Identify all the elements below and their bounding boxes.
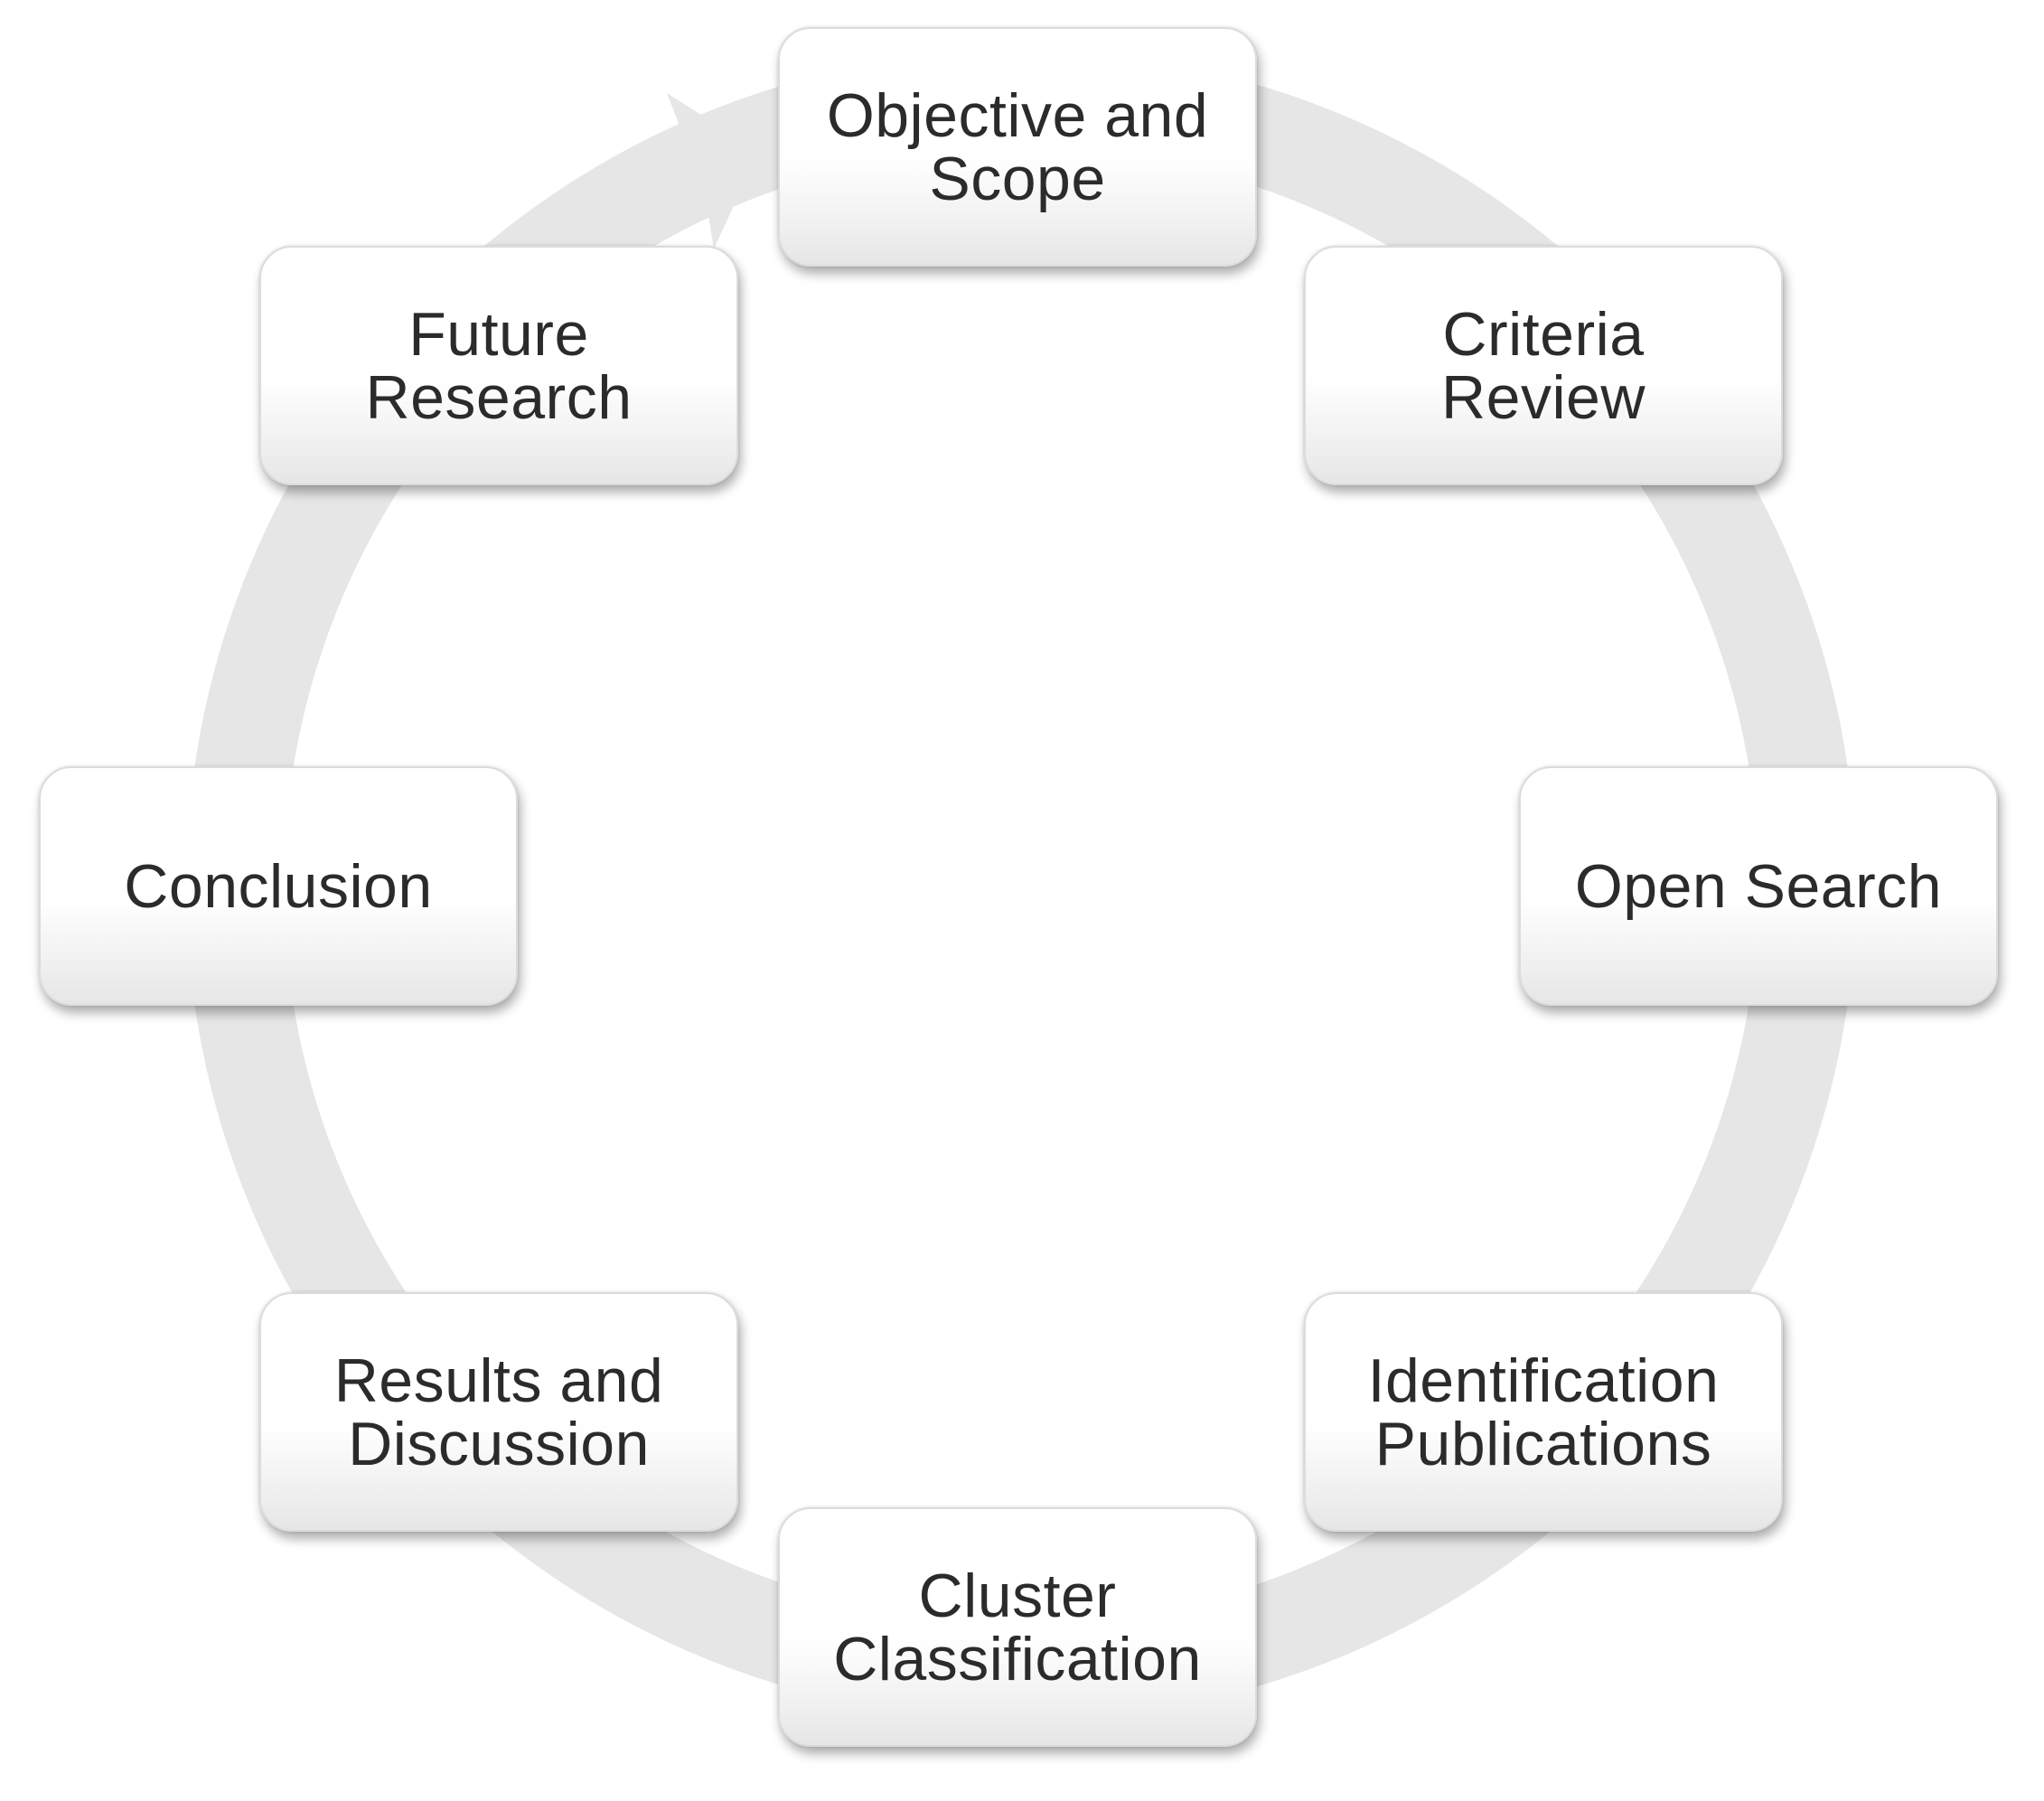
- step-conclusion: Conclusion: [39, 766, 518, 1006]
- step-future-research: Future Research: [259, 246, 738, 485]
- step-label: Results and Discussion: [333, 1346, 664, 1478]
- step-label: Identification Publications: [1367, 1346, 1720, 1478]
- step-label: Criteria Review: [1441, 299, 1646, 432]
- step-open-search: Open Search: [1519, 766, 1998, 1006]
- step-objective-and-scope: Objective and Scope: [778, 27, 1257, 267]
- step-label: Open Search: [1574, 851, 1943, 921]
- step-results-and-discussion: Results and Discussion: [259, 1292, 738, 1532]
- step-label: Cluster Classification: [833, 1561, 1202, 1693]
- cycle-arrowhead-icon: [633, 93, 759, 249]
- step-cluster-classification: Cluster Classification: [778, 1507, 1257, 1747]
- step-criteria-review: Criteria Review: [1304, 246, 1783, 485]
- step-label: Objective and Scope: [826, 80, 1209, 213]
- step-label: Future Research: [365, 299, 633, 432]
- step-label: Conclusion: [124, 851, 433, 921]
- step-identification-publications: Identification Publications: [1304, 1292, 1783, 1532]
